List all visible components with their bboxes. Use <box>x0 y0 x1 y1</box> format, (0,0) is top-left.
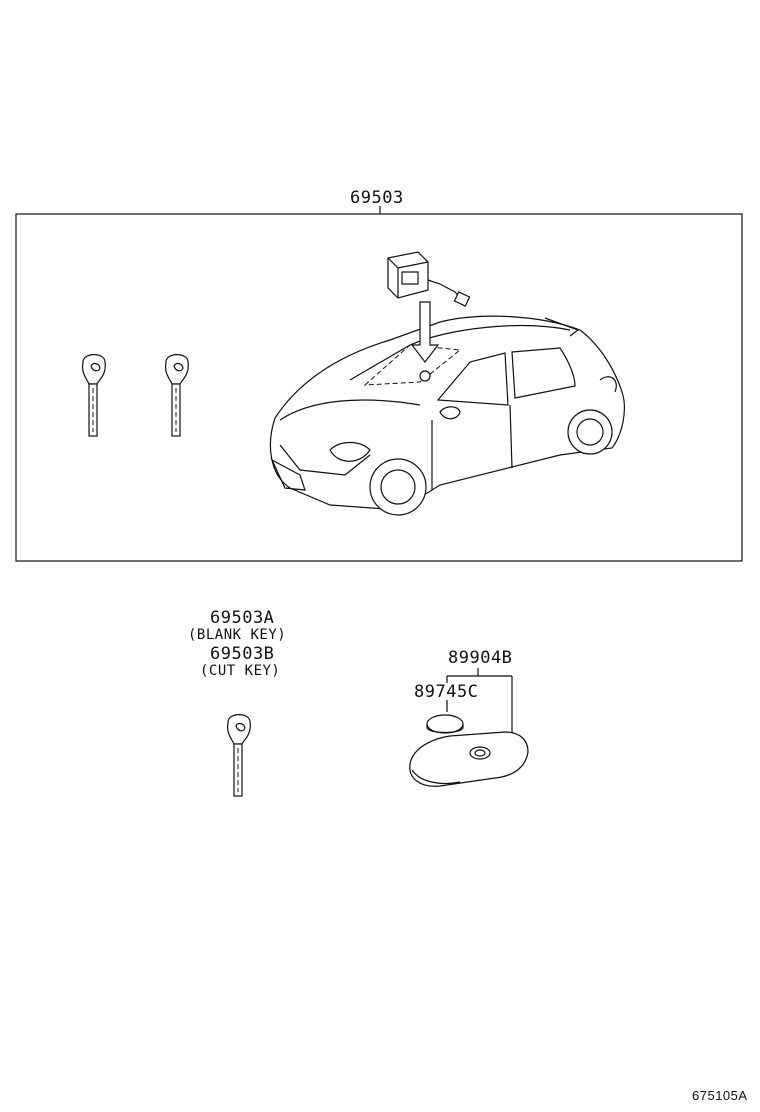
blank-key-note: (BLANK KEY) <box>188 627 287 643</box>
cut-key-note: (CUT KEY) <box>200 663 281 679</box>
arrow-down-icon <box>410 301 440 363</box>
car-illustration <box>269 315 625 516</box>
kit-frame <box>15 213 743 562</box>
part-number-battery: 89745C <box>414 682 479 702</box>
part-number-cut-key: 69503B <box>210 644 275 664</box>
figure-id: 675105A <box>692 1088 748 1103</box>
part-number-remote: 89904B <box>448 648 513 668</box>
part-number-kit: 69503 <box>350 188 404 208</box>
battery-icon <box>426 714 464 734</box>
key-icon <box>81 354 106 437</box>
part-number-blank-key: 69503A <box>210 608 275 628</box>
remote-fob-icon <box>409 731 529 787</box>
immobilizer-module <box>387 251 471 307</box>
key-icon <box>164 354 189 437</box>
key-icon <box>226 714 251 797</box>
